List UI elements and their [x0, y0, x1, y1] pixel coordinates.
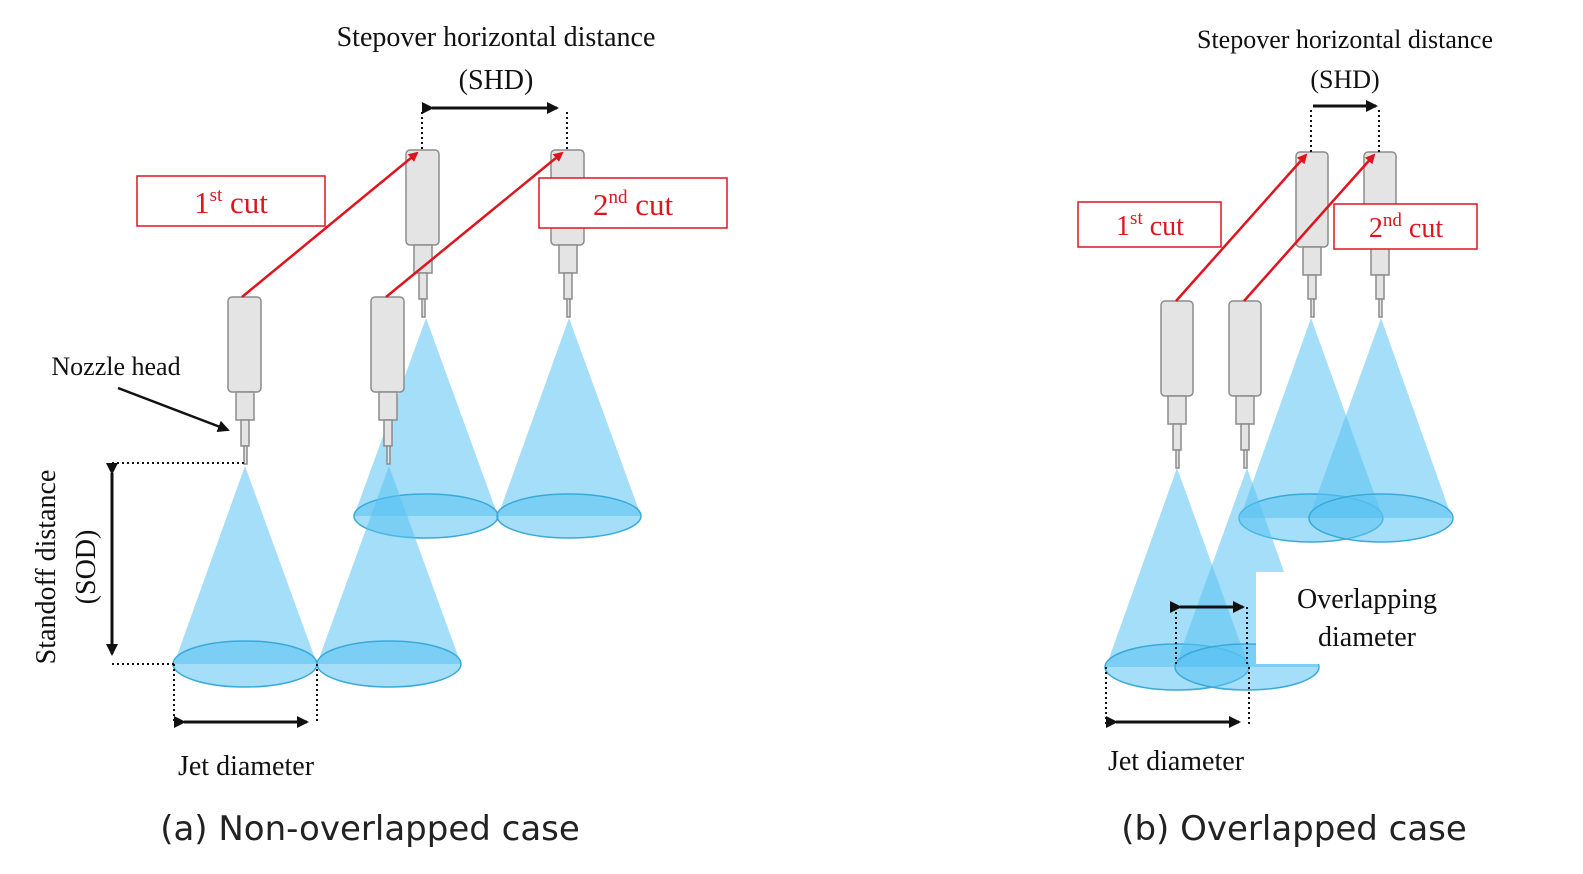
jet-diameter-label-a: Jet diameter — [178, 751, 315, 782]
overlap-label-backdrop — [1256, 572, 1461, 664]
shd-label-b-line2: (SHD) — [1310, 65, 1379, 94]
caption-b: (b) Overlapped case — [1121, 809, 1467, 849]
svg-text:1st cut: 1st cut — [1116, 208, 1184, 242]
svg-text:1st cut: 1st cut — [194, 185, 268, 220]
cut2-label-b-num: 2 — [1369, 213, 1383, 244]
nozzle-a-front-left — [227, 296, 262, 465]
cut2-label-a-num: 2 — [593, 187, 609, 222]
cut1-label-b-tail: cut — [1143, 211, 1184, 242]
cut1-label-b-num: 1 — [1116, 211, 1130, 242]
svg-text:2nd cut: 2nd cut — [593, 187, 674, 222]
nozzle-a-back-left — [405, 149, 440, 318]
cut2-label-a-sup: nd — [608, 187, 628, 208]
panel-a: Stepover horizontal distance (SHD) 1st c… — [31, 22, 728, 849]
cut2-label-b-tail: cut — [1402, 213, 1443, 244]
nozzle-head-label: Nozzle head — [51, 352, 180, 381]
shd-label-a-line2: (SHD) — [459, 65, 534, 96]
jet-cone-a-front-left — [172, 466, 318, 688]
sod-label-line1: Standoff distance — [31, 470, 62, 665]
cut2-label-a-tail: cut — [627, 187, 673, 222]
svg-text:2nd cut: 2nd cut — [1369, 210, 1443, 244]
overlap-label-line2: diameter — [1318, 622, 1417, 653]
cut2-path-arrow-b — [1243, 153, 1376, 302]
cut1-label-a-num: 1 — [194, 185, 210, 220]
cut1-label-b-sup: st — [1130, 208, 1143, 229]
panel-b: Stepover horizontal distance (SHD) 1st c… — [1077, 25, 1493, 849]
cut1-label-b: 1st cut — [1077, 201, 1222, 248]
cut2-label-a: 2nd cut — [538, 177, 728, 229]
cut2-label-b: 2nd cut — [1333, 203, 1478, 250]
cut1-label-a-sup: st — [210, 185, 223, 206]
nozzle-a-back-right — [550, 149, 585, 318]
shd-label-a-line1: Stepover horizontal distance — [337, 22, 656, 53]
shd-label-b-line1: Stepover horizontal distance — [1197, 25, 1493, 54]
cut2-path-arrow-a — [385, 151, 564, 298]
cut2-label-b-sup: nd — [1383, 210, 1403, 231]
overlap-label-line1: Overlapping — [1297, 584, 1437, 615]
nozzle-b-front-right — [1228, 300, 1262, 469]
caption-a: (a) Non-overlapped case — [160, 809, 580, 849]
jet-cone-a-back-right — [496, 318, 642, 539]
cut1-path-arrow-b — [1175, 153, 1308, 302]
cut1-label-a-tail: cut — [222, 185, 268, 220]
sod-label-line2: (SOD) — [71, 530, 102, 605]
jet-diameter-label-b: Jet diameter — [1108, 746, 1245, 777]
cut1-path-arrow-a — [241, 151, 419, 298]
nozzle-b-front-left — [1160, 300, 1194, 469]
jet-cone-a-front-right — [316, 466, 462, 688]
nozzle-b-back-left — [1295, 151, 1329, 318]
nozzle-head-pointer-arrow — [117, 386, 230, 433]
cut1-label-a: 1st cut — [136, 175, 326, 227]
jet-cone-b-back-right — [1308, 318, 1454, 543]
